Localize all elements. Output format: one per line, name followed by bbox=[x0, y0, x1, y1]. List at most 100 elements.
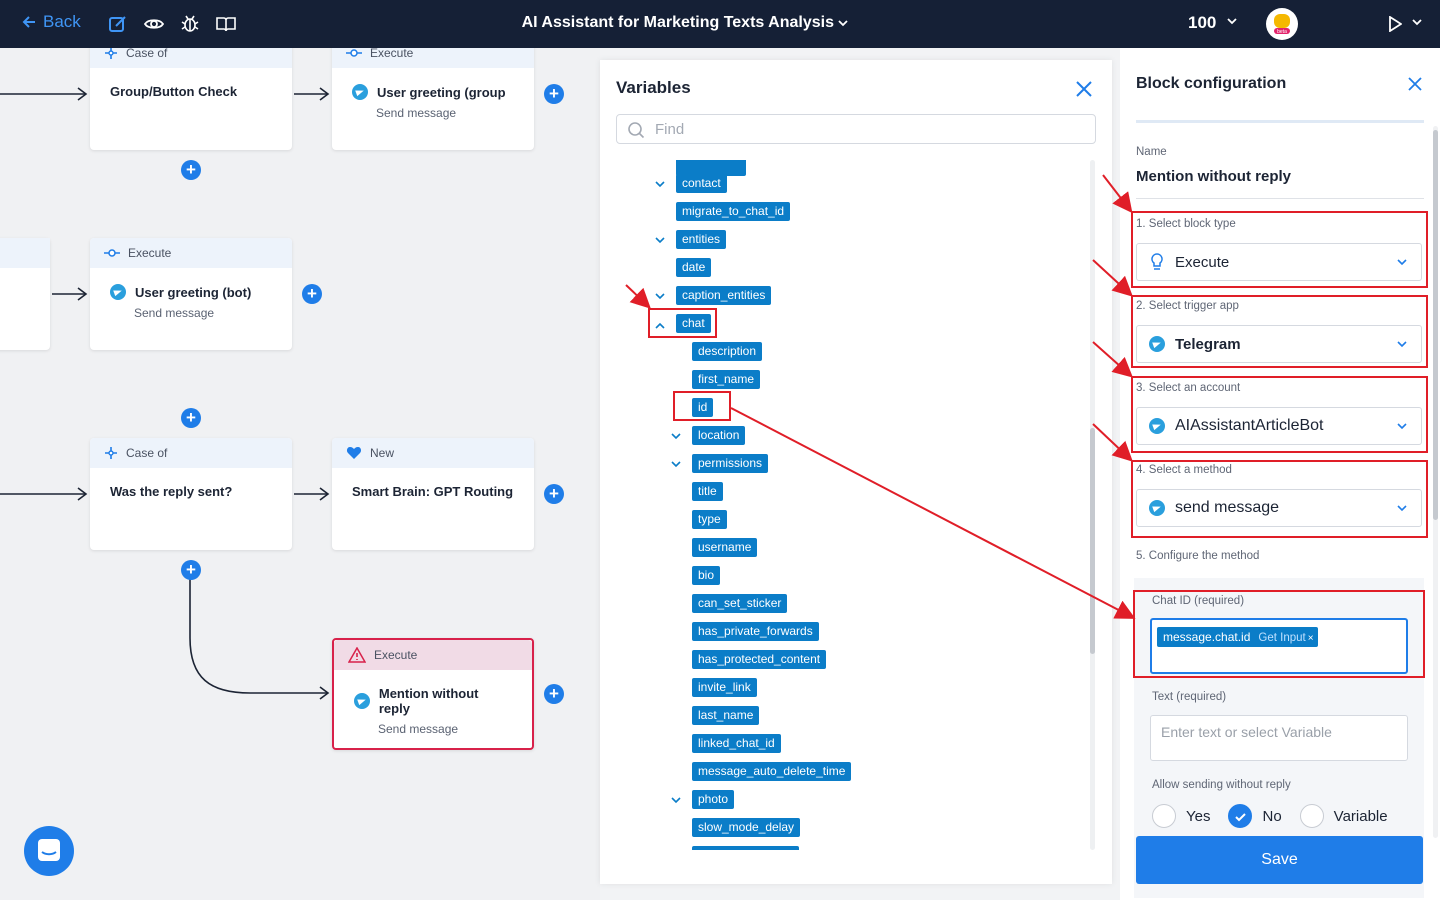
variable-tag-date[interactable]: date bbox=[676, 258, 712, 277]
zoom-level[interactable]: 100 bbox=[1188, 13, 1217, 32]
bug-icon[interactable] bbox=[179, 13, 201, 35]
chevron-down-icon[interactable] bbox=[655, 291, 665, 301]
project-title[interactable]: AI Assistant for Marketing Texts Analysi… bbox=[0, 14, 1370, 32]
chat-icon bbox=[38, 839, 60, 861]
chevron-down-icon[interactable] bbox=[655, 179, 665, 189]
radio-yes[interactable] bbox=[1152, 804, 1176, 828]
node-case-of-reply-sent[interactable]: Case of Was the reply sent? bbox=[90, 438, 292, 550]
avatar[interactable]: beta bbox=[1266, 8, 1298, 40]
block-name[interactable]: Mention without reply bbox=[1136, 168, 1291, 185]
text-field[interactable]: Enter text or select Variable bbox=[1150, 715, 1408, 761]
execute-icon bbox=[346, 49, 362, 57]
book-icon[interactable] bbox=[215, 13, 237, 35]
variable-tag-has-protected-content[interactable]: has_protected_content bbox=[692, 650, 827, 669]
radio-no[interactable] bbox=[1228, 804, 1253, 828]
text-label: Text (required) bbox=[1152, 691, 1227, 703]
annotation-box-step2 bbox=[1131, 295, 1428, 368]
chevron-up-icon[interactable] bbox=[655, 321, 665, 331]
branch-icon bbox=[105, 447, 117, 459]
back-button[interactable]: Back bbox=[22, 12, 81, 32]
variables-search[interactable] bbox=[616, 114, 1096, 144]
save-button[interactable]: Save bbox=[1136, 836, 1423, 884]
radio-variable[interactable] bbox=[1299, 804, 1324, 828]
add-node-button[interactable]: + bbox=[302, 284, 322, 304]
variables-scrollbar-thumb[interactable] bbox=[1090, 428, 1095, 654]
node-execute-user-greeting-bot[interactable]: Execute User greeting (bot)Send message bbox=[90, 238, 292, 350]
variable-tag-message-auto-delete-time[interactable]: message_auto_delete_time bbox=[692, 762, 852, 781]
add-node-button[interactable]: + bbox=[181, 408, 201, 428]
variable-tag-caption-entities[interactable]: caption_entities bbox=[676, 286, 772, 305]
warning-icon bbox=[348, 647, 366, 663]
close-icon[interactable] bbox=[1408, 77, 1422, 91]
chevron-down-icon[interactable] bbox=[655, 235, 665, 245]
annotation-box-step3 bbox=[1131, 376, 1428, 453]
play-icon[interactable] bbox=[1388, 16, 1402, 32]
back-label: Back bbox=[43, 12, 81, 31]
trigger-app-select[interactable]: Telegram bbox=[1136, 325, 1422, 363]
variable-tag-username[interactable]: username bbox=[692, 538, 758, 557]
telegram-icon bbox=[1149, 418, 1165, 434]
chevron-down-icon[interactable] bbox=[671, 431, 681, 441]
variable-tag[interactable] bbox=[676, 160, 746, 176]
variable-tag-permissions[interactable]: permissions bbox=[692, 454, 769, 473]
variable-tag-contact[interactable]: contact bbox=[676, 174, 727, 193]
add-node-button[interactable]: + bbox=[544, 84, 564, 104]
variable-tag-title[interactable]: title bbox=[692, 482, 723, 501]
variable-tag-chat[interactable]: chat bbox=[676, 314, 711, 333]
variable-tag-invite-link[interactable]: invite_link bbox=[692, 678, 757, 697]
variable-tag-bio[interactable]: bio bbox=[692, 566, 721, 585]
method-select[interactable]: send message bbox=[1136, 489, 1422, 527]
config-scrollbar-thumb[interactable] bbox=[1433, 130, 1438, 520]
workflow-canvas[interactable]: Case of Group/Button Check Execute User … bbox=[0, 48, 600, 900]
account-select[interactable]: AIAssistantArticleBot bbox=[1136, 407, 1422, 445]
add-node-button[interactable]: + bbox=[181, 160, 201, 180]
chat-id-label: Chat ID (required) bbox=[1152, 595, 1245, 607]
variable-tag-linked-chat-id[interactable]: linked_chat_id bbox=[692, 734, 781, 753]
search-input[interactable] bbox=[655, 119, 1075, 139]
annotation-box-step1 bbox=[1131, 211, 1428, 288]
node-case-of-group-check[interactable]: Case of Group/Button Check bbox=[90, 48, 292, 150]
add-node-button[interactable]: + bbox=[544, 684, 564, 704]
step4-label: 4. Select a method bbox=[1136, 464, 1232, 476]
variable-tag-migrate-to-chat-id[interactable]: migrate_to_chat_id bbox=[676, 202, 791, 221]
run-chevron-down-icon[interactable] bbox=[1412, 18, 1422, 26]
chevron-down-icon bbox=[1397, 505, 1407, 512]
remove-chip-icon[interactable]: × bbox=[1307, 633, 1314, 644]
add-node-button[interactable]: + bbox=[181, 560, 201, 580]
variable-tag-id[interactable]: id bbox=[692, 398, 714, 417]
variable-tag-slow-mode-delay[interactable]: slow_mode_delay bbox=[692, 818, 801, 837]
eye-icon[interactable] bbox=[143, 13, 165, 35]
close-icon[interactable] bbox=[1074, 79, 1094, 99]
edit-icon[interactable] bbox=[107, 13, 129, 35]
chevron-down-icon bbox=[838, 20, 849, 27]
variable-tag-has-private-forwards[interactable]: has_private_forwards bbox=[692, 622, 819, 641]
add-node-button[interactable]: + bbox=[544, 484, 564, 504]
variable-tag-location[interactable]: location bbox=[692, 426, 746, 445]
zoom-chevron-down-icon[interactable] bbox=[1227, 17, 1237, 25]
variable-tag-type[interactable]: type bbox=[692, 510, 727, 529]
support-chat-button[interactable] bbox=[24, 826, 74, 876]
variable-tag-photo[interactable]: photo bbox=[692, 790, 735, 809]
variable-tag-description[interactable]: description bbox=[692, 342, 763, 361]
variable-tag-last-name[interactable]: last_name bbox=[692, 706, 760, 725]
variable-tag-first-name[interactable]: first_name bbox=[692, 370, 761, 389]
chevron-down-icon[interactable] bbox=[671, 795, 681, 805]
partial-node[interactable] bbox=[0, 238, 50, 350]
block-type-select[interactable]: Execute bbox=[1136, 243, 1422, 281]
branch-icon bbox=[105, 48, 117, 59]
lightbulb-icon bbox=[1151, 253, 1163, 270]
variable-tag-entities[interactable]: entities bbox=[676, 230, 727, 249]
node-new-smart-brain[interactable]: New Smart Brain: GPT Routing bbox=[332, 438, 534, 550]
chevron-down-icon[interactable] bbox=[671, 459, 681, 469]
variables-tree: contact migrate_to_chat_id entities date… bbox=[600, 160, 1090, 850]
name-underline bbox=[1136, 198, 1424, 199]
get-input-link[interactable]: Get Input bbox=[1258, 632, 1306, 644]
panel-divider bbox=[1136, 120, 1424, 123]
variable-tag-can-set-sticker[interactable]: can_set_sticker bbox=[692, 594, 788, 613]
telegram-icon bbox=[1149, 500, 1165, 516]
variable-tag[interactable] bbox=[692, 846, 799, 850]
